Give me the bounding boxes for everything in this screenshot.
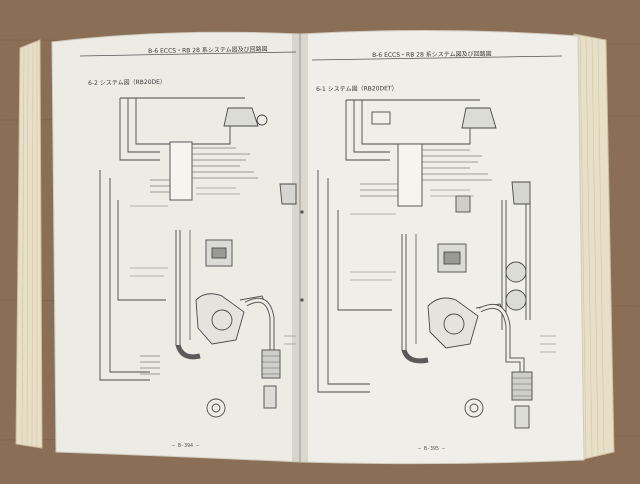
page-edge-lines-left (21, 42, 38, 447)
page-edge-lines-right (579, 35, 605, 459)
left-page-number: — B-394 — (172, 443, 200, 449)
left-binder-hole (300, 210, 304, 214)
right-binder-hole (300, 298, 304, 302)
left-section-title: 6-2 システム図（RB20DE） (88, 78, 167, 87)
right-page-header: B-6 ECCS・RB 28 系システム図及び回路図 (372, 50, 492, 59)
page-edges-left (15, 39, 43, 449)
right-page-number: — B-395 — (418, 446, 446, 452)
left-system-diagram (99, 97, 297, 418)
right-section-title: 6-1 システム図（RB20DET） (316, 85, 398, 93)
right-system-diagram (317, 99, 556, 429)
right-header-rule (311, 55, 563, 61)
left-header-rule (79, 51, 297, 57)
